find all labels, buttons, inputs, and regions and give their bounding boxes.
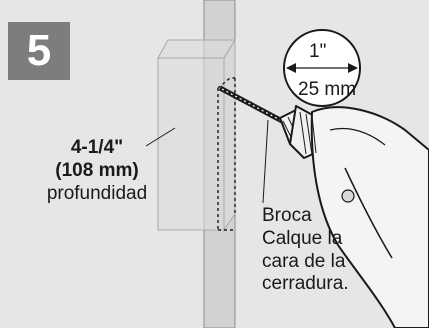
drill-note: Broca Calque la cara de la cerradura.	[262, 205, 349, 296]
drill-note-line-2: Calque la	[262, 227, 343, 249]
bit-size-callout	[283, 29, 361, 107]
drill-note-line-4: cerradura.	[262, 273, 349, 295]
drill-note-line-1: Broca	[262, 205, 312, 226]
arrow-left-icon	[286, 63, 296, 73]
bit-size-metric: 25 mm	[298, 79, 357, 100]
power-drill	[279, 105, 429, 328]
depth-leader-line	[145, 127, 176, 147]
arrow-right-icon	[348, 63, 358, 73]
drill-note-line-3: cara de la	[262, 250, 346, 272]
drill-bit	[218, 85, 286, 125]
depth-label: 4-1/4" (108 mm) profundidad	[32, 137, 162, 205]
step-number: 5	[26, 26, 52, 75]
bit-size-imperial: 1"	[309, 41, 327, 62]
depth-metric: (108 mm)	[55, 159, 139, 181]
step-number-badge: 5	[8, 22, 70, 80]
bore-outline	[217, 77, 236, 231]
depth-imperial: 4-1/4"	[70, 137, 124, 158]
drill-leader-line	[262, 119, 269, 204]
hole-volume	[157, 38, 236, 232]
depth-caption: profundidad	[46, 182, 148, 204]
